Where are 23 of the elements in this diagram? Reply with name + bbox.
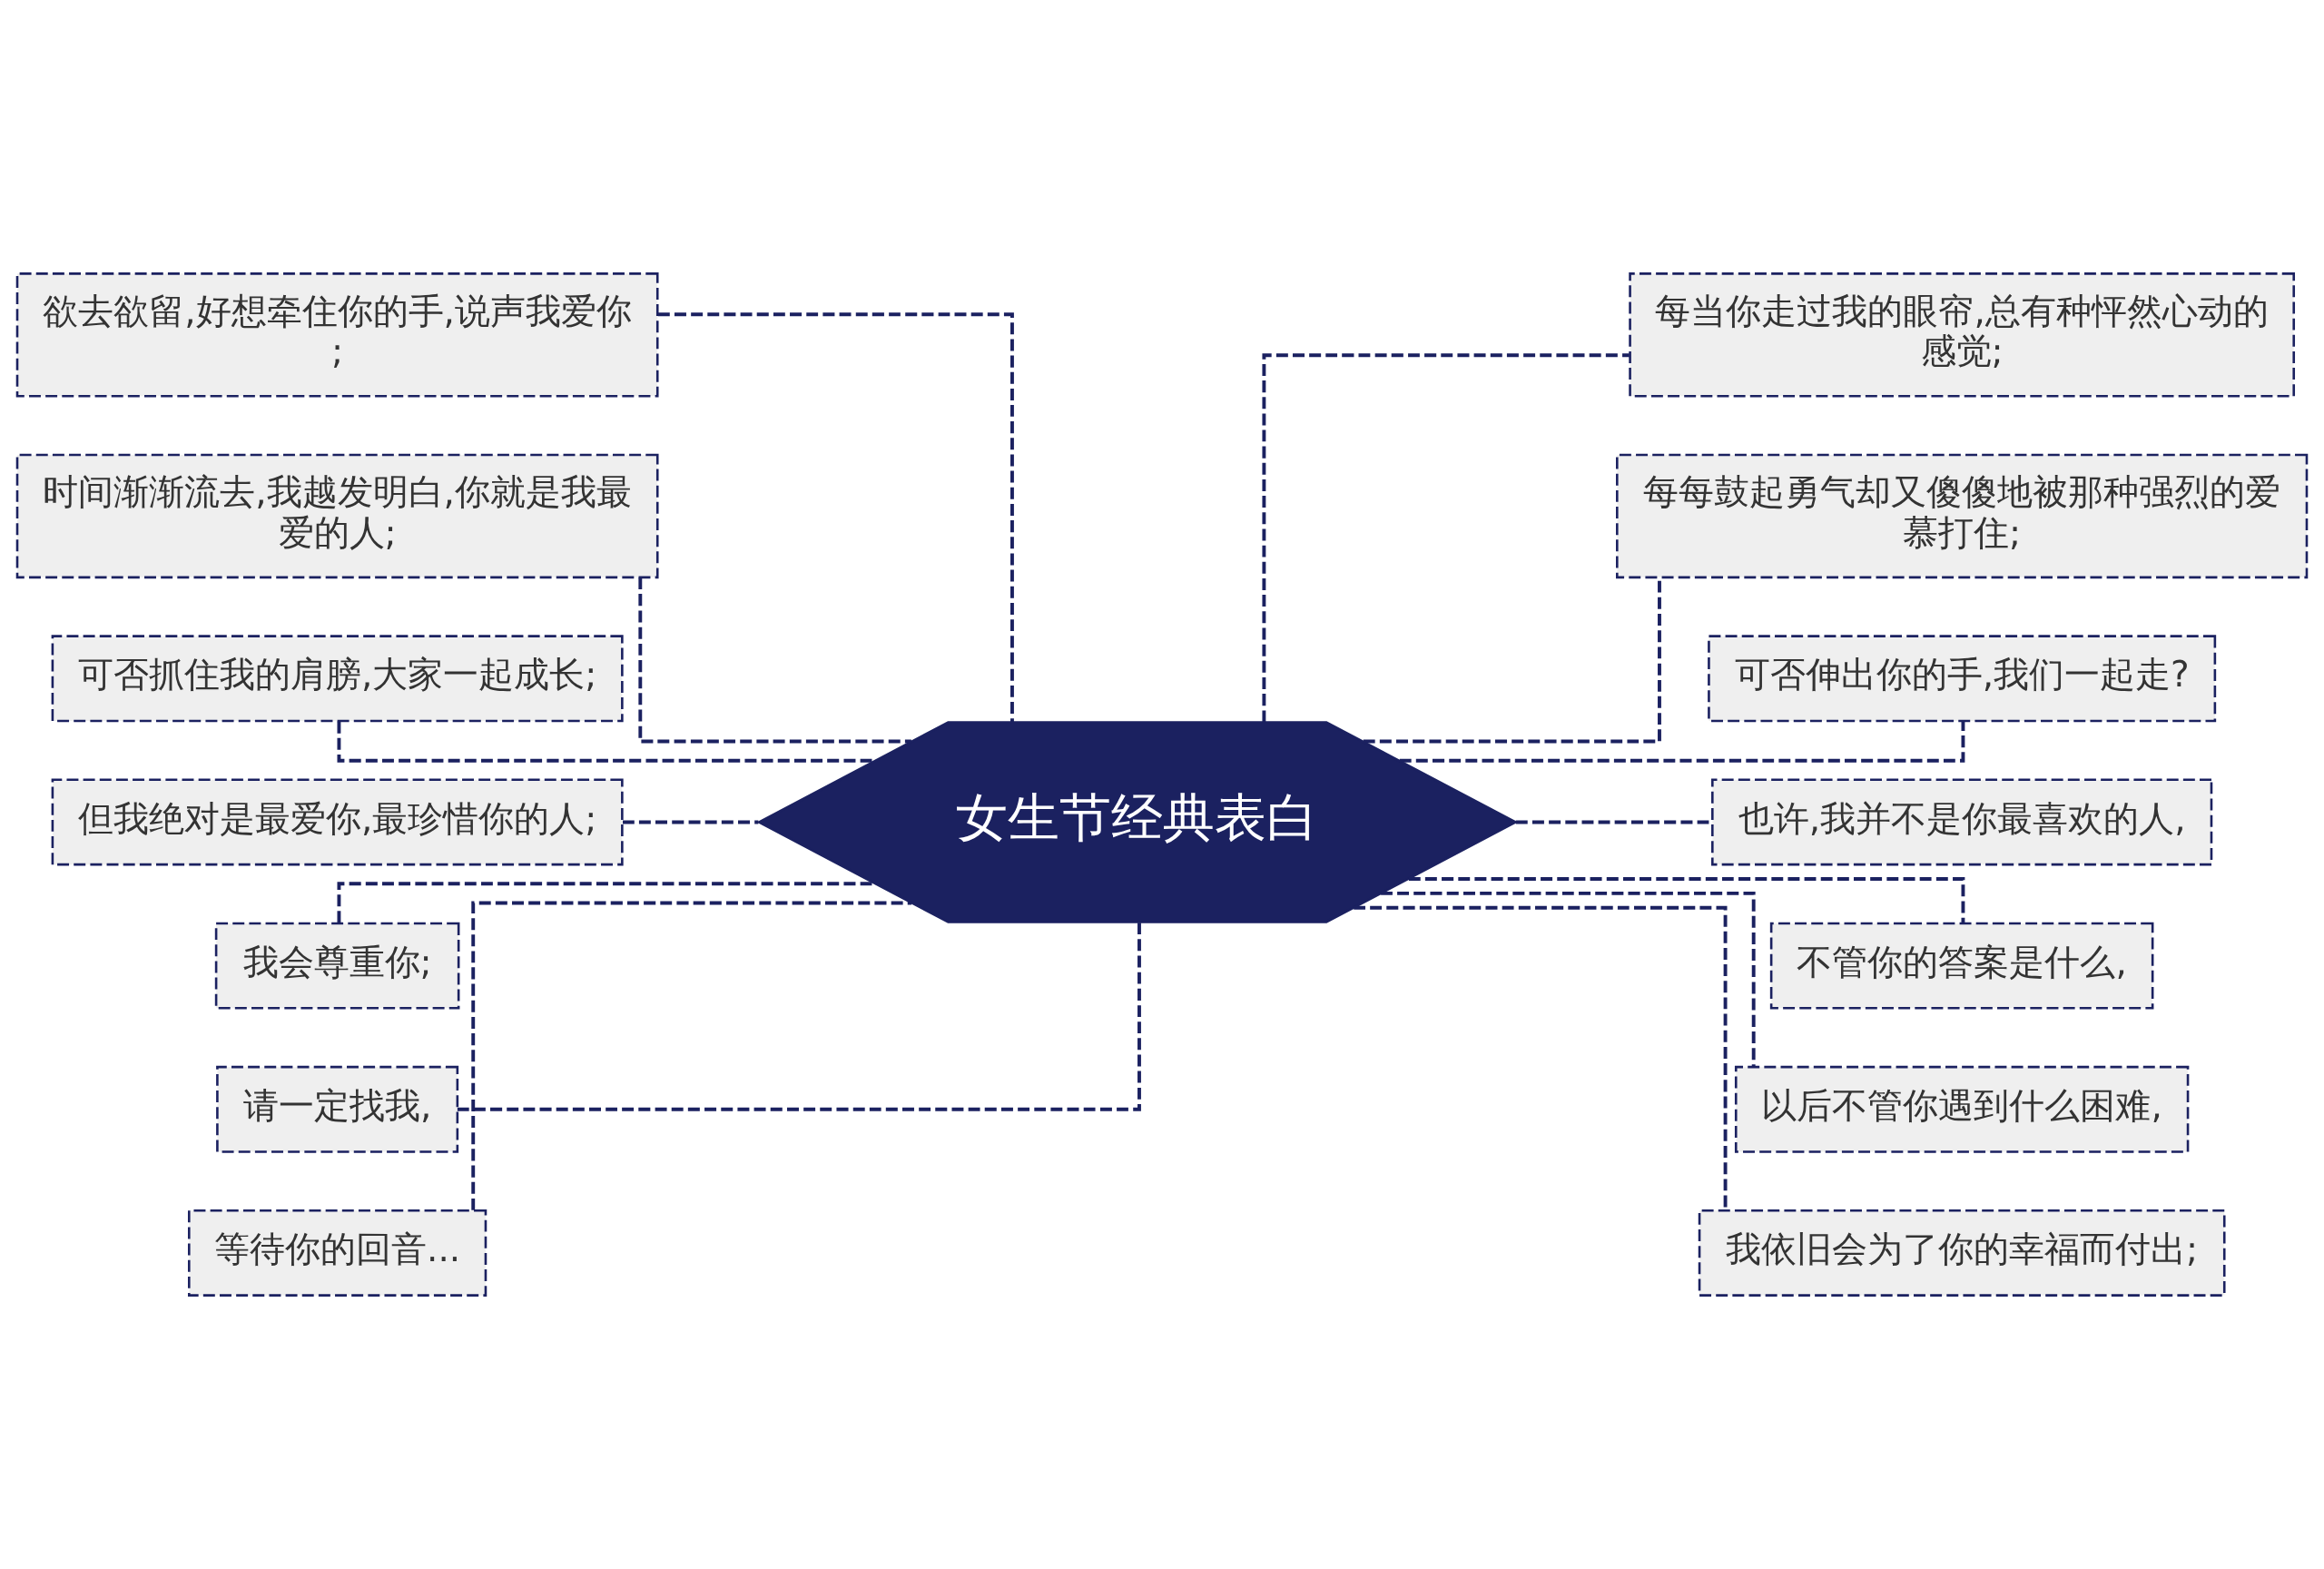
connector [623,820,759,824]
node-box: 我依旧会为了你的幸福而付出; [1698,1209,2226,1297]
connector [471,901,912,1210]
connector [638,577,911,744]
connector [457,923,1141,1111]
node-box: 每当你走过我的眼帘,总有种怦然心动的感觉; [1629,272,2296,398]
connector [1381,891,1756,1067]
node-box: 可否伸出你的手,我们一起走? [1708,635,2217,723]
connector [1399,721,1965,763]
connector [1262,353,1630,723]
node-box: 每每鼓起勇气却又傻傻地被那种强烈的爱慕打住; [1616,453,2309,579]
node-box: 也许,我并不是你最喜欢的人, [1711,778,2213,866]
node-box: 不管你的答案是什么, [1769,922,2154,1010]
connector [1408,877,1965,923]
node-box: 但我绝对是最爱你,最珍惜你的人; [51,778,624,866]
node-box: 时间渐渐流去,我越发明白,你就是我最爱的人; [15,453,659,579]
node-box: 等待你的回音... [188,1209,487,1297]
connector [657,312,1014,722]
node-box: 请一定找我, [216,1065,459,1153]
node-box: 我会尊重你; [214,922,460,1010]
node-box: 可否抓住我的肩膀,大家一起成长; [51,635,624,723]
node-box: 欲去欲留,好想牵住你的手,说声我爱你; [15,272,659,398]
node-box: 以后不管你遇到什么困难, [1734,1065,2190,1153]
